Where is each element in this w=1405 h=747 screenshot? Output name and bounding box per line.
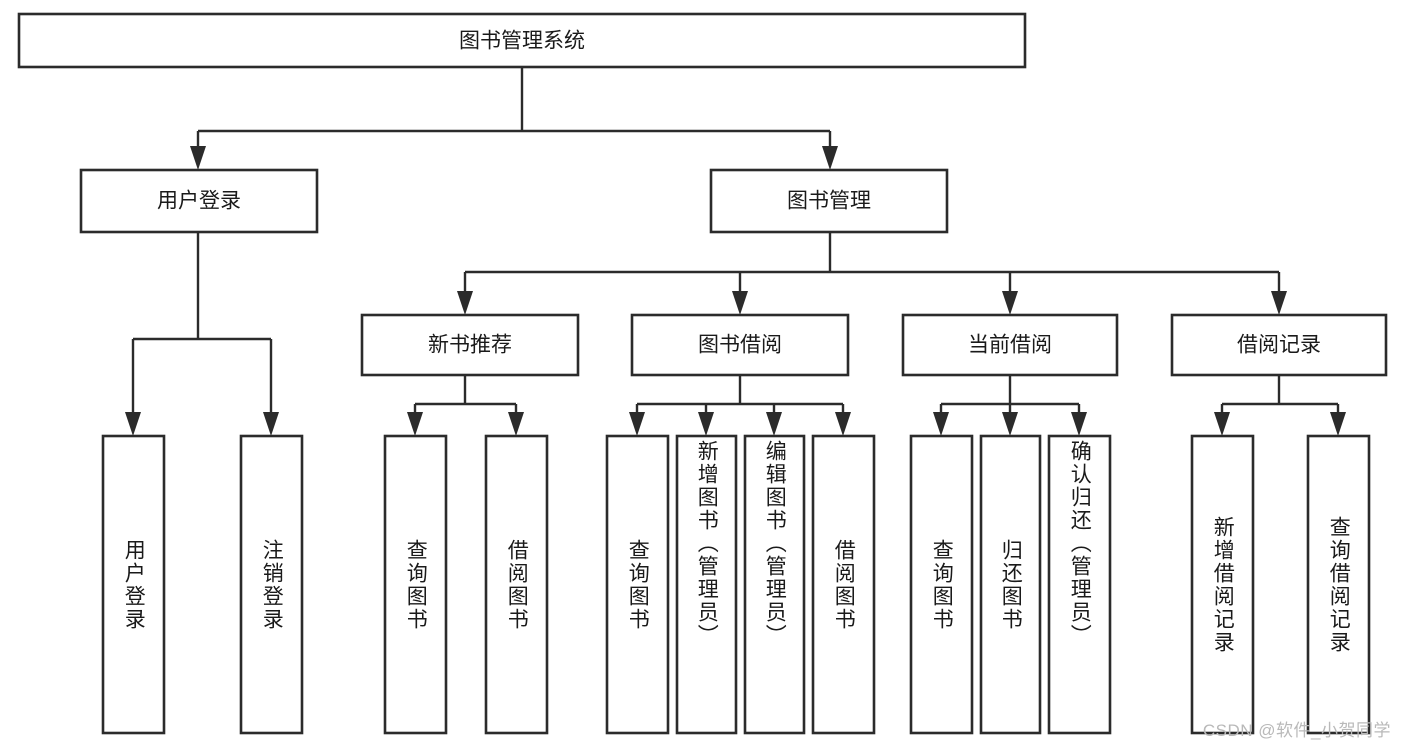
node-user-login-box[interactable] — [79, 168, 319, 234]
arrow-book-mgmt-to-current — [1002, 291, 1018, 315]
leaf-box-current-borrow-3[interactable] — [1047, 434, 1112, 735]
leaf-box-book-borrow-1[interactable] — [605, 434, 670, 735]
arrow-borrow-leaf-2 — [698, 412, 714, 436]
arrow-record-leaf-1 — [1214, 412, 1230, 436]
node-book-management[interactable]: 图书管理 — [709, 168, 949, 234]
node-current-borrow-box[interactable] — [901, 313, 1119, 377]
node-book-management-box[interactable] — [709, 168, 949, 234]
arrow-book-mgmt-to-borrow — [732, 291, 748, 315]
node-new-book-recommend[interactable]: 新书推荐 — [360, 313, 580, 377]
arrow-borrow-leaf-4 — [835, 412, 851, 436]
node-current-borrow[interactable]: 当前借阅 — [901, 313, 1119, 377]
node-book-borrow-box[interactable] — [630, 313, 850, 377]
node-root-system-label: 图书管理系统 — [459, 30, 585, 53]
leaf-box-book-borrow-3[interactable] — [743, 434, 806, 735]
arrow-user-login-leaf-2 — [263, 412, 279, 436]
arrow-root-to-book-mgmt — [822, 146, 838, 170]
arrow-current-leaf-1 — [933, 412, 949, 436]
node-current-borrow-label: 当前借阅 — [968, 334, 1052, 357]
arrow-new-book-leaf-1 — [407, 412, 423, 436]
watermark-text: CSDN @软件_小贺同学 — [1202, 721, 1391, 740]
arrow-borrow-leaf-1 — [629, 412, 645, 436]
leaf-box-new-book-2[interactable] — [484, 434, 549, 735]
arrow-current-leaf-2 — [1002, 412, 1018, 436]
arrow-current-leaf-3 — [1071, 412, 1087, 436]
leaf-box-book-borrow-4[interactable] — [811, 434, 876, 735]
arrow-borrow-leaf-3 — [766, 412, 782, 436]
leaf-box-user-login-1[interactable] — [101, 434, 166, 735]
leaf-box-borrow-record-2[interactable] — [1306, 434, 1371, 735]
node-new-book-recommend-label: 新书推荐 — [428, 334, 512, 357]
node-book-management-label: 图书管理 — [787, 190, 871, 213]
node-book-borrow[interactable]: 图书借阅 — [630, 313, 850, 377]
arrow-root-to-user-login — [190, 146, 206, 170]
leaf-box-borrow-record-1[interactable] — [1190, 434, 1255, 735]
arrow-record-leaf-2 — [1330, 412, 1346, 436]
node-new-book-recommend-box[interactable] — [360, 313, 580, 377]
node-user-login-label: 用户登录 — [157, 190, 241, 213]
node-borrow-record[interactable]: 借阅记录 — [1170, 313, 1388, 377]
leaf-box-current-borrow-1[interactable] — [909, 434, 974, 735]
arrow-book-mgmt-to-record — [1271, 291, 1287, 315]
leaf-box-user-login-2[interactable] — [239, 434, 304, 735]
leaf-box-book-borrow-2[interactable] — [675, 434, 738, 735]
node-borrow-record-label: 借阅记录 — [1237, 334, 1321, 357]
arrow-book-mgmt-to-new-book — [457, 291, 473, 315]
connector-layer — [125, 67, 1346, 436]
node-root-system-box[interactable] — [17, 12, 1027, 69]
node-root-system[interactable]: 图书管理系统 — [17, 12, 1027, 69]
node-borrow-record-box[interactable] — [1170, 313, 1388, 377]
leaf-box-new-book-1[interactable] — [383, 434, 448, 735]
arrow-new-book-leaf-2 — [508, 412, 524, 436]
node-book-borrow-label: 图书借阅 — [698, 334, 782, 357]
node-user-login[interactable]: 用户登录 — [79, 168, 319, 234]
leaf-box-current-borrow-2[interactable] — [979, 434, 1042, 735]
arrow-user-login-leaf-1 — [125, 412, 141, 436]
